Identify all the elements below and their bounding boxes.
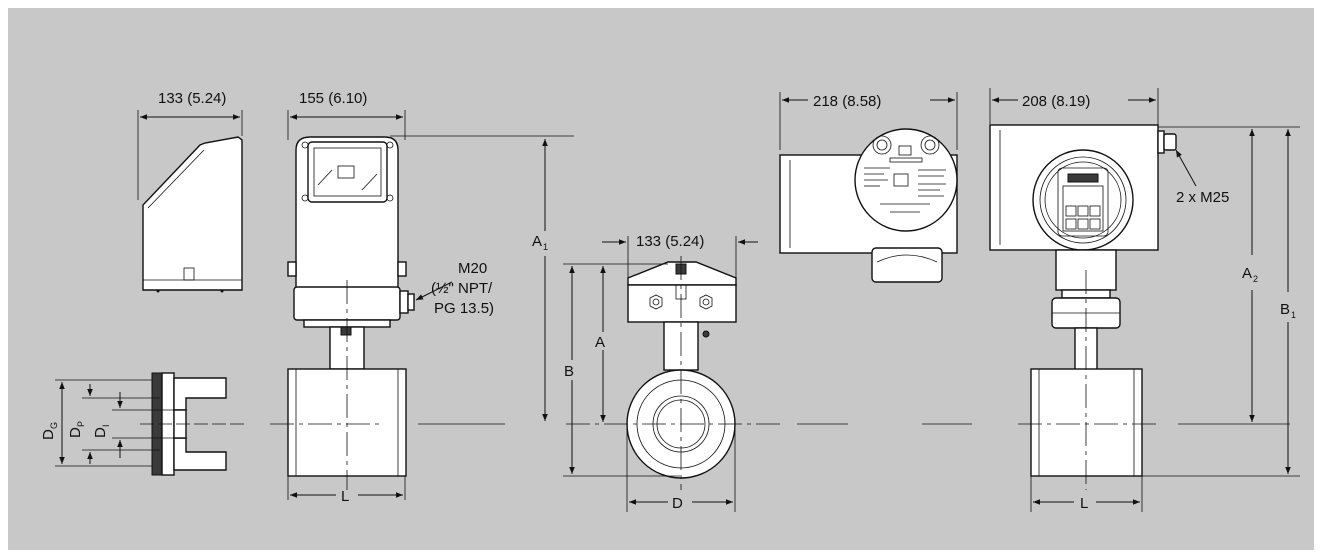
dg-label: D xyxy=(40,429,57,440)
compact-width-label: 155 (6.10) xyxy=(299,90,367,107)
flange-end-view xyxy=(55,372,248,476)
connector-npt-label: (½" NPT/ xyxy=(431,280,493,297)
transmitter-width-label: 208 (8.19) xyxy=(1022,93,1090,110)
connector-label: M20 xyxy=(458,260,487,277)
a1-label: A xyxy=(532,233,542,250)
b1-subscript: 1 xyxy=(1291,310,1296,320)
b-label: B xyxy=(564,363,574,380)
connector-pg-label: PG 13.5) xyxy=(434,300,494,317)
dp-subscript: P xyxy=(76,421,86,427)
remote-width-label: 218 (8.58) xyxy=(813,93,881,110)
remote-transmitter-rear-view xyxy=(779,92,958,425)
l-remote-label: L xyxy=(1080,495,1088,512)
di-label: D xyxy=(92,427,109,438)
remote-meter-front-view xyxy=(922,88,1300,512)
sensor-width-label: 133 (5.24) xyxy=(158,90,226,107)
d-label: D xyxy=(672,495,683,512)
cable-glands-label: 2 x M25 xyxy=(1176,189,1229,206)
a1-subscript: 1 xyxy=(543,242,548,252)
di-subscript: I xyxy=(101,424,111,427)
a2-subscript: 2 xyxy=(1253,274,1258,284)
terminal-box-sensor-view xyxy=(563,236,780,512)
dg-subscript: G xyxy=(49,422,59,429)
a-label: A xyxy=(595,334,605,351)
sensor-side-view xyxy=(137,110,243,293)
b1-label: B xyxy=(1280,301,1290,318)
dp-label: D xyxy=(67,427,84,438)
terminal-width-label: 133 (5.24) xyxy=(636,233,704,250)
a2-label: A xyxy=(1242,265,1252,282)
l-compact-label: L xyxy=(341,488,349,505)
compact-meter-view xyxy=(270,110,574,500)
